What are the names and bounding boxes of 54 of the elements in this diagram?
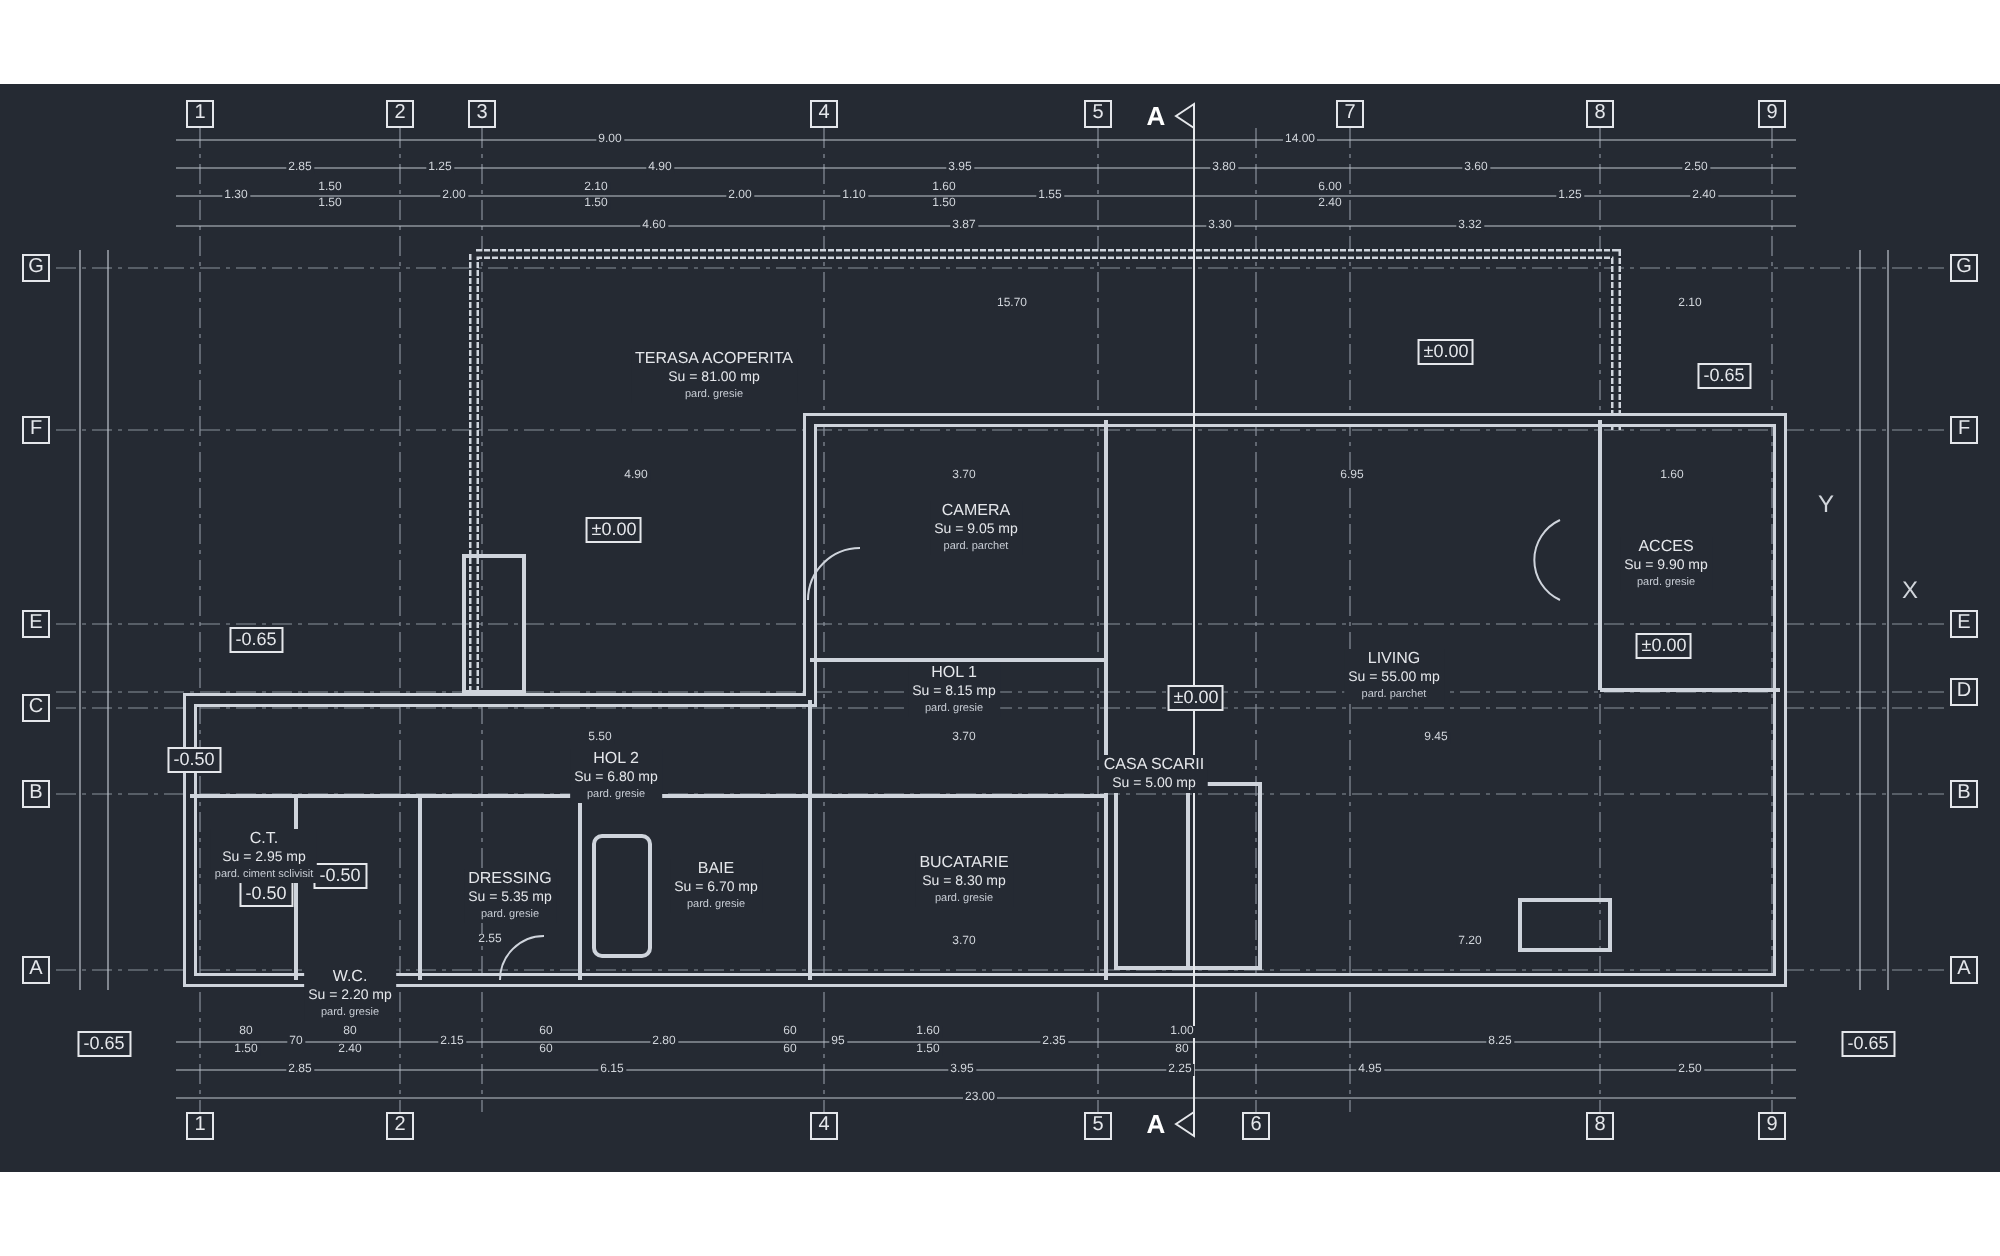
grid-axis-label: D — [1950, 678, 1978, 706]
room-name: CAMERA — [941, 501, 1011, 521]
grid-axis-label: 8 — [1586, 1112, 1614, 1140]
grid-axis-label: 2 — [386, 100, 414, 128]
level-mark: -0.65 — [229, 627, 283, 653]
room-name: HOL 2 — [593, 749, 639, 769]
grid-axis-label: E — [1950, 610, 1978, 638]
grid-axis-label: F — [1950, 416, 1978, 444]
room-name: CASA SCARII — [1103, 755, 1205, 775]
grid-axis-label: A — [1950, 956, 1978, 984]
grid-axis-label: 6 — [1242, 1112, 1270, 1140]
room-name: TERASA ACOPERITA — [635, 349, 793, 369]
grid-axis-label: 9 — [1758, 1112, 1786, 1140]
level-mark: -0.65 — [1697, 363, 1751, 389]
room-name: C.T. — [249, 829, 279, 849]
room-name: HOL 1 — [931, 663, 977, 683]
room-name: ACCES — [1638, 537, 1694, 557]
level-mark: -0.50 — [313, 863, 367, 889]
level-mark: -0.65 — [1841, 1031, 1895, 1057]
grid-axis-label: 9 — [1758, 100, 1786, 128]
grid-axis-label: 1 — [186, 100, 214, 128]
grid-axis-label: 3 — [468, 100, 496, 128]
level-mark: -0.65 — [77, 1031, 131, 1057]
section-mark-letter: A — [1146, 1111, 1166, 1137]
grid-axis-label: 5 — [1084, 1112, 1112, 1140]
grid-axis-label: B — [1950, 780, 1978, 808]
grid-axis-label: 4 — [810, 100, 838, 128]
room-name: W.C. — [332, 967, 368, 987]
level-mark: ±0.00 — [585, 517, 643, 543]
level-mark: ±0.00 — [1167, 685, 1225, 711]
section-mark-letter: A — [1146, 103, 1166, 129]
room-name: BAIE — [697, 859, 735, 879]
level-mark: ±0.00 — [1635, 633, 1693, 659]
level-mark: -0.50 — [167, 747, 221, 773]
grid-axis-label: A — [22, 956, 50, 984]
grid-axis-label: E — [22, 610, 50, 638]
grid-axis-label: G — [22, 254, 50, 282]
grid-axis-label: 2 — [386, 1112, 414, 1140]
axis-letter: Y — [1818, 492, 1834, 516]
axis-letter: X — [1902, 578, 1918, 602]
level-mark: ±0.00 — [1417, 339, 1475, 365]
grid-axis-label: G — [1950, 254, 1978, 282]
grid-axis-label: C — [22, 694, 50, 722]
room-name: LIVING — [1367, 649, 1421, 669]
room-name: BUCATARIE — [919, 853, 1009, 873]
room-name: DRESSING — [468, 869, 552, 889]
grid-axis-label: 1 — [186, 1112, 214, 1140]
grid-axis-label: 8 — [1586, 100, 1614, 128]
grid-axis-label: B — [22, 780, 50, 808]
level-mark: -0.50 — [239, 881, 293, 907]
grid-axis-label: F — [22, 416, 50, 444]
grid-axis-label: 7 — [1336, 100, 1364, 128]
grid-axis-label: 5 — [1084, 100, 1112, 128]
grid-axis-label: 4 — [810, 1112, 838, 1140]
